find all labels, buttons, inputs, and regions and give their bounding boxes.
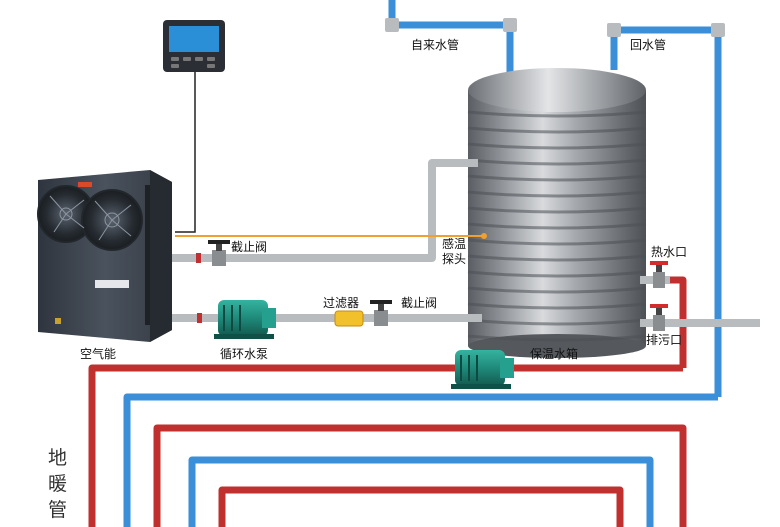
tank-band [467, 158, 647, 166]
label-temp-probe-1: 感温 [442, 236, 466, 251]
hot-pipe-loop-innermost [218, 486, 624, 527]
controller-cable [175, 70, 196, 233]
label-temp-probe-2: 探头 [442, 252, 466, 266]
label-heat-pump: 空气能 [80, 346, 116, 361]
temp-probe-tip [481, 233, 487, 239]
label-circulation-pump: 循环水泵 [220, 347, 268, 361]
upper-gray-pipe [168, 159, 478, 262]
drain-valve-icon[interactable] [650, 304, 668, 331]
label-floor-heating-1: 地 [48, 447, 67, 469]
label-stop-valve-upper: 截止阀 [231, 240, 267, 254]
labels: 自来水管 回水管 截止阀 感温 探头 热水口 过滤器 截止阀 排污口 空气能 循… [48, 37, 687, 521]
floor-heating-pipes [88, 26, 722, 527]
tank-band [467, 302, 647, 310]
stop-valve-lower-icon[interactable] [370, 300, 392, 326]
circulation-pump-icon [214, 300, 276, 339]
pipe-sockets [196, 253, 202, 323]
pipe-joints [385, 18, 725, 37]
tank-band [467, 238, 647, 246]
tank-band [467, 222, 647, 230]
label-insulated-tank: 保温水箱 [530, 346, 578, 361]
insulated-water-tank [467, 68, 647, 358]
stop-valve-upper-icon[interactable] [208, 240, 230, 266]
cold-pipe-return-riser [610, 26, 722, 397]
label-drain-outlet: 排污口 [646, 333, 682, 347]
hot-water-valve-icon[interactable] [650, 261, 668, 288]
floor-heating-pump-icon [451, 350, 514, 389]
tank-band [467, 286, 647, 294]
heat-pump-unit [37, 170, 172, 342]
tank-band [467, 206, 647, 214]
label-stop-valve-lower: 截止阀 [401, 296, 437, 310]
tank-band [467, 126, 647, 134]
tank-band [467, 270, 647, 278]
hot-pipe-loop-outer [88, 364, 683, 527]
label-return-water-pipe: 回水管 [630, 37, 666, 52]
tap-water-pipe [388, 0, 514, 72]
hot-pipe-loop-inner [153, 424, 687, 527]
cold-pipe-loop-inner [188, 456, 654, 527]
label-tap-water-pipe: 自来水管 [411, 37, 459, 52]
tank-band [467, 142, 647, 150]
label-filter: 过滤器 [323, 296, 359, 310]
label-hot-water-outlet: 热水口 [651, 245, 687, 259]
tank-band [467, 190, 647, 198]
controller-panel[interactable] [163, 20, 225, 72]
tank-band [467, 334, 647, 342]
tank-band [467, 174, 647, 182]
label-floor-heating-2: 暖 [48, 473, 67, 495]
cold-pipe-loop-outer [123, 393, 718, 527]
tank-band [467, 254, 647, 262]
filter-icon [334, 310, 364, 327]
tank-band [467, 318, 647, 326]
label-floor-heating-3: 管 [48, 499, 67, 521]
tank-band [467, 110, 647, 118]
